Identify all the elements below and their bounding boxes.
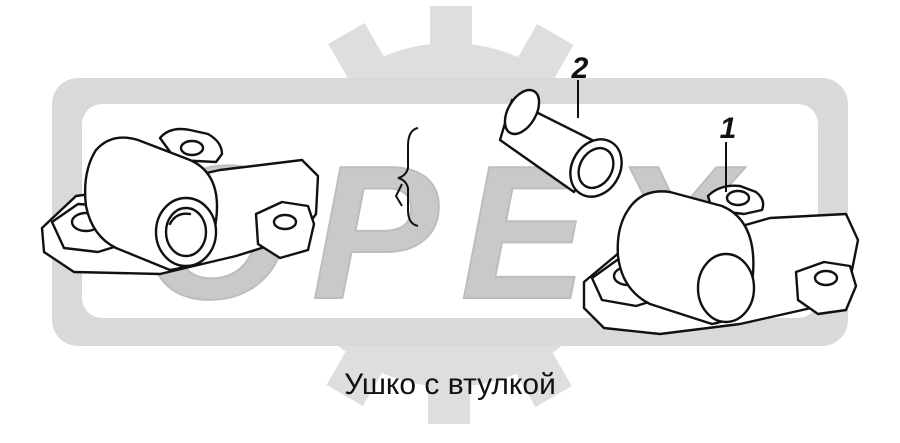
eye-bore (696, 252, 756, 324)
grouping-brace (394, 127, 419, 227)
eye-assembly-right (582, 184, 860, 336)
right-mounting-lug (794, 260, 858, 316)
figure-caption: Ушко с втулкой (344, 368, 556, 401)
bushing-highlight (168, 212, 192, 226)
right-lug-hole (272, 213, 298, 231)
callout-label-part-1: 1 (720, 112, 737, 145)
callout-label-part-2: 2 (571, 52, 589, 85)
eye-assembly-left (40, 127, 320, 276)
bushing-back-end (503, 88, 541, 136)
right-lug-hole (813, 269, 839, 287)
callouts: 2 1 (571, 52, 737, 192)
upper-lug-hole (725, 189, 751, 207)
bushing-inner (164, 206, 208, 258)
bushing-bore (577, 146, 615, 190)
upper-lug-hole (179, 139, 205, 157)
bushing-part-2 (498, 88, 623, 198)
